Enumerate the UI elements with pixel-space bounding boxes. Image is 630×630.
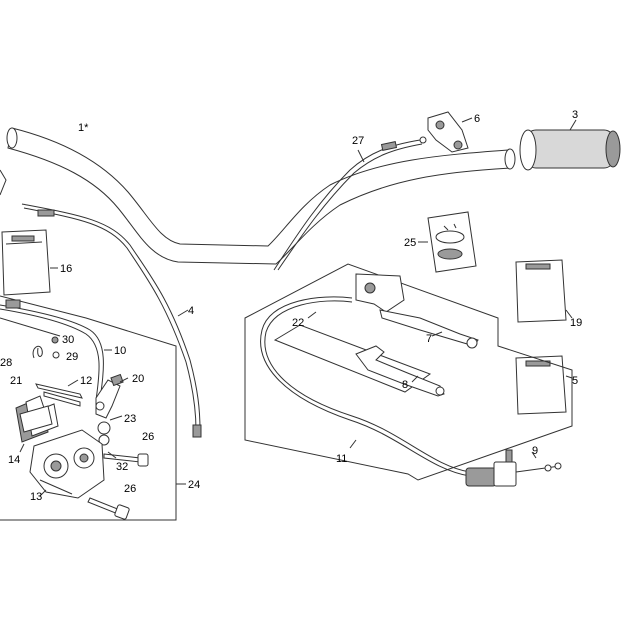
part-label-19: 19	[570, 317, 582, 329]
sticker-sheet-icon	[515, 259, 567, 323]
grip-icon	[519, 129, 621, 171]
handlebar-icon	[6, 127, 516, 265]
sticker-sheet-icon	[1, 229, 51, 296]
part-label-11: 11	[336, 453, 347, 465]
left-subpanel-edge	[0, 317, 61, 337]
washer-icon	[97, 421, 111, 435]
sticker-sheet-icon	[515, 355, 567, 415]
part-label-23: 23	[124, 413, 136, 425]
washer-icon	[52, 351, 60, 359]
part-label-26-upper: 26	[142, 431, 154, 443]
part-label-25: 25	[404, 237, 416, 249]
part-label-21: 21	[10, 375, 22, 387]
brake-caliper-icon	[29, 429, 105, 499]
brake-lever-icon	[355, 345, 445, 397]
part-label-9: 9	[532, 445, 538, 457]
clamp-icon	[427, 111, 469, 153]
master-cylinder-icon	[355, 273, 479, 349]
lever-subpanel	[273, 324, 432, 393]
part-label-5: 5	[572, 375, 578, 387]
part-label-20: 20	[132, 373, 144, 385]
right-assembly-panel	[244, 263, 573, 481]
banjo-bolt-icon	[95, 373, 124, 419]
part-label-4: 4	[188, 305, 194, 317]
spring-clip-icon	[32, 345, 43, 359]
left-edge-fragment-icon	[0, 169, 7, 196]
part-label-29: 29	[66, 351, 78, 363]
part-label-32: 32	[116, 461, 128, 473]
part-label-26-lower: 26	[124, 483, 136, 495]
screw-icon	[103, 453, 149, 467]
cap-and-diaphragm-icon	[427, 211, 477, 273]
part-label-3: 3	[572, 109, 578, 121]
part-label-8: 8	[402, 379, 408, 391]
throttle-cable-icon	[273, 136, 427, 271]
washer-icon	[98, 434, 110, 446]
hydraulic-line-icon	[260, 296, 471, 477]
part-label-6: 6	[474, 113, 480, 125]
brake-hose-icon	[0, 299, 104, 401]
part-label-10: 10	[114, 345, 126, 357]
bolt-icon	[51, 336, 59, 344]
part-label-12: 12	[80, 375, 92, 387]
part-label-16: 16	[60, 263, 72, 275]
part-label-13: 13	[30, 491, 42, 503]
part-label-27: 27	[352, 135, 364, 147]
part-label-7: 7	[426, 333, 432, 345]
part-label-1: 1*	[78, 122, 89, 134]
cable-icon	[21, 203, 202, 438]
hydraulic-clutch-cylinder-icon	[465, 449, 562, 487]
part-label-30: 30	[62, 334, 74, 346]
pad-pin-icon	[35, 383, 83, 407]
screw-icon	[87, 497, 130, 520]
brake-pads-icon	[15, 395, 59, 443]
left-assembly-panel	[0, 295, 177, 521]
part-label-22: 22	[292, 317, 304, 329]
part-label-14: 14	[8, 454, 20, 466]
part-label-24: 24	[188, 479, 200, 491]
part-label-28: 28	[0, 357, 12, 369]
